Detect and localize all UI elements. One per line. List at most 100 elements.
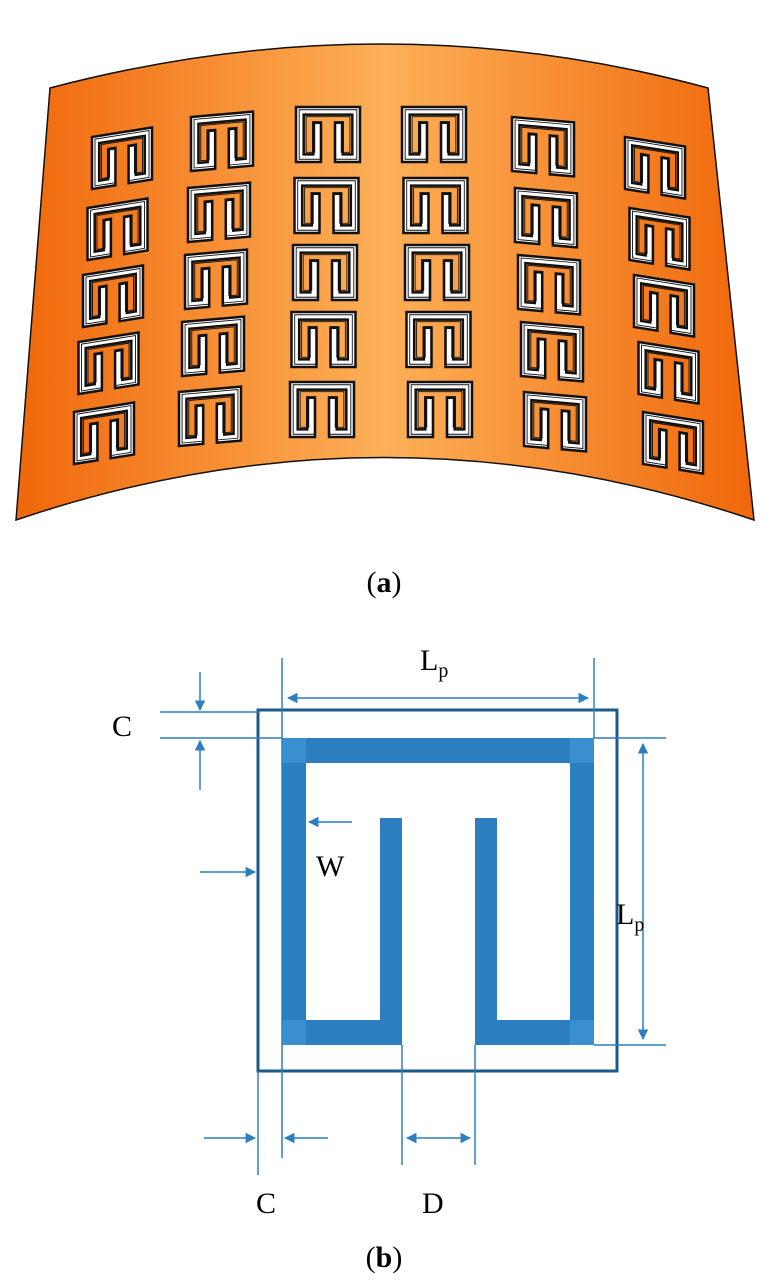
unit-cell-inner-line: [404, 109, 464, 160]
unit-cell-inner-line: [297, 180, 356, 231]
unit-cell-inner-line: [292, 384, 352, 435]
c-bottom-label: C: [256, 1187, 276, 1220]
unit-cell-inner-line: [184, 319, 242, 374]
c-top-label: C: [112, 710, 132, 743]
unit-cell-inner-line: [407, 247, 467, 298]
unit-cell-inner-line: [409, 314, 468, 365]
unit-cell-outline: [180, 315, 246, 378]
corner-segment: [570, 738, 594, 763]
unit-cell: [623, 135, 687, 200]
unit-cell-outline: [186, 181, 252, 244]
unit-cell: [402, 176, 469, 235]
unit-cell: [290, 310, 357, 369]
unit-cell: [77, 331, 140, 396]
unit-cell: [400, 105, 468, 164]
unit-cell: [405, 310, 472, 369]
corner-segment: [282, 1020, 306, 1045]
unit-cell-outline: [290, 310, 357, 369]
svg-text:(b): (b): [366, 1241, 403, 1274]
unit-cell-outline: [516, 253, 582, 316]
unit-cell: [291, 243, 359, 302]
corner-segment: [282, 738, 306, 763]
unit-cell-outline: [400, 105, 468, 164]
resonator-shape: [282, 738, 594, 1045]
unit-cell: [519, 320, 585, 383]
unit-cell-outline: [294, 105, 362, 164]
unit-cell-outline: [183, 248, 249, 311]
unit-cell-outline: [81, 264, 145, 329]
unit-cell-outline: [519, 320, 585, 383]
unit-cell: [180, 315, 246, 378]
unit-cell-outline: [403, 243, 471, 302]
unit-cell: [293, 176, 360, 235]
unit-cell: [177, 385, 243, 448]
unit-cell: [294, 105, 362, 164]
panel-b-label: (b): [366, 1241, 403, 1274]
unit-cell: [510, 115, 576, 178]
panel-b-unit-cell-diagram: Lp C W Lp C D: [112, 644, 666, 1220]
unit-cell-outline: [90, 126, 154, 191]
d-label: D: [422, 1187, 444, 1220]
unit-cell-outline: [513, 186, 579, 249]
unit-cell-outline: [623, 135, 687, 200]
unit-cell: [86, 197, 149, 262]
unit-cell: [90, 126, 154, 191]
unit-cell: [632, 273, 696, 338]
unit-cell: [406, 380, 474, 439]
unit-cell: [522, 390, 588, 453]
unit-cell: [628, 206, 691, 271]
svg-text:(a): (a): [367, 566, 402, 599]
unit-cell-boundary: [256, 708, 619, 1073]
unit-cell-inner-line: [181, 389, 239, 444]
unit-cell-outline: [522, 390, 588, 453]
unit-cell-inner-line: [526, 394, 584, 449]
unit-cell-outline: [406, 380, 474, 439]
unit-cell-inner-line: [645, 414, 701, 471]
unit-cell: [513, 186, 579, 249]
unit-cell-outline: [177, 385, 243, 448]
unit-cell-outline: [405, 310, 472, 369]
panel-a-curved-sheet: [15, 43, 755, 522]
unit-cell-inner-line: [636, 277, 692, 334]
unit-cell-inner-line: [81, 335, 136, 392]
unit-cell-outline: [77, 331, 140, 396]
unit-cell-inner-line: [523, 324, 581, 379]
unit-cell-outline: [632, 273, 696, 338]
unit-cell: [186, 181, 252, 244]
unit-cell-outline: [288, 380, 356, 439]
extension-lines: [160, 658, 666, 1175]
unit-cell-outline: [637, 340, 700, 405]
unit-cell-inner-line: [85, 268, 141, 325]
corner-segment: [570, 1020, 594, 1045]
unit-cell-inner-line: [520, 257, 578, 312]
unit-cell-inner-line: [187, 252, 245, 307]
unit-cell-outline: [293, 176, 360, 235]
unit-cell-inner-line: [190, 185, 248, 240]
unit-cell-outline: [510, 115, 576, 178]
unit-cell-inner-line: [406, 180, 465, 231]
unit-cell-outline: [72, 401, 136, 466]
unit-cell-outline: [291, 243, 359, 302]
unit-cell-inner-line: [410, 384, 470, 435]
unit-cell-inner-line: [632, 210, 687, 267]
unit-cell-inner-line: [76, 405, 132, 462]
unit-cell-outline: [628, 206, 691, 271]
unit-cell-inner-line: [517, 190, 575, 245]
unit-cell-inner-line: [90, 201, 145, 258]
unit-cell: [516, 253, 582, 316]
unit-cell-inner-line: [193, 114, 251, 169]
unit-cell-inner-line: [514, 119, 572, 174]
unit-cell: [288, 380, 356, 439]
unit-cell-inner-line: [627, 139, 683, 196]
unit-cell-outline: [86, 197, 149, 262]
lp-right-label: Lp: [616, 898, 644, 936]
panel-a-label: (a): [367, 566, 402, 599]
lp-top-label: Lp: [420, 644, 448, 682]
unit-cell-inner-line: [641, 344, 696, 401]
unit-cell-inner-line: [298, 109, 358, 160]
unit-cell-outline: [641, 410, 705, 475]
unit-cell: [189, 110, 255, 173]
w-label: W: [316, 850, 345, 883]
unit-cell-outline: [189, 110, 255, 173]
